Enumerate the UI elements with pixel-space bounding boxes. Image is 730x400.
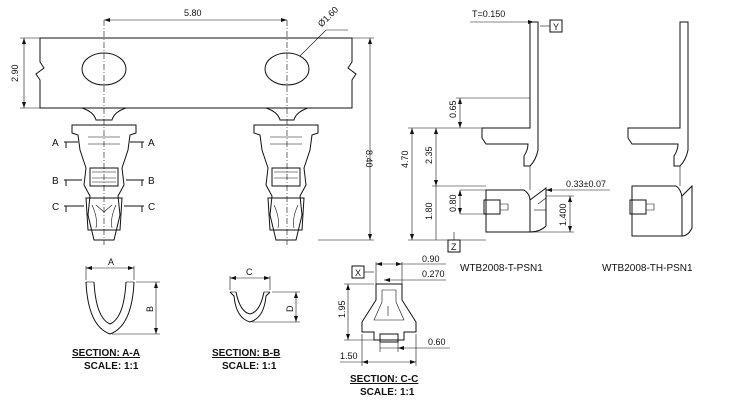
side-view-th-psn1: WTB2008-TH-PSN1: [602, 21, 693, 274]
dim-c-0270: 0.270: [422, 269, 445, 279]
dim-c-060: 0.60: [428, 337, 446, 347]
dim-c-150: 1.50: [340, 351, 358, 361]
dim-065: 0.65: [448, 100, 458, 118]
dim-d: D: [285, 305, 295, 312]
dim-470: 4.70: [400, 150, 410, 168]
dim-thickness: T=0.150: [472, 9, 505, 19]
terminal-right: [253, 124, 319, 241]
dim-hole-diameter: Ø1.60: [316, 4, 340, 28]
part-number-right: WTB2008-TH-PSN1: [602, 263, 693, 274]
dim-carrier-height: 2.90: [10, 64, 20, 82]
dim-080: 0.80: [448, 194, 458, 212]
dim-180: 1.80: [424, 202, 434, 220]
datum-y: Y: [553, 22, 559, 32]
section-bb-title: SECTION: B-B: [212, 348, 280, 359]
dim-1400: 1.400: [558, 203, 568, 226]
marker-a-right: A: [148, 138, 155, 149]
part-number-left: WTB2008-T-PSN1: [460, 263, 543, 274]
dim-c-195: 1.95: [337, 300, 347, 318]
dim-c: C: [246, 267, 253, 277]
section-a-a: A B SECTION: A-A SCALE: 1:1: [72, 257, 160, 372]
dim-235: 2.35: [424, 146, 434, 164]
datum-x: X: [355, 268, 361, 278]
dim-pitch: 5.80: [184, 8, 202, 18]
section-bb-scale: SCALE: 1:1: [222, 361, 277, 372]
section-aa-scale: SCALE: 1:1: [84, 361, 139, 372]
marker-c-right: C: [148, 202, 155, 213]
dim-c-090: 0.90: [422, 254, 440, 264]
marker-b-left: B: [52, 176, 59, 187]
marker-b-right: B: [148, 176, 155, 187]
terminal-strip-view: A A B B C C 5.80 Ø1.60 2.90 8.40: [10, 4, 374, 245]
marker-a-left: A: [52, 138, 59, 149]
datum-z: Z: [451, 242, 457, 252]
marker-c-left: C: [52, 202, 59, 213]
section-aa-title: SECTION: A-A: [72, 348, 140, 359]
section-cc-title: SECTION: C-C: [350, 374, 418, 385]
section-cut-markers: A A B B C C: [52, 138, 155, 213]
side-view-t-psn1: T=0.150 Y 0.65 4.70 2.35 1.80: [400, 9, 610, 274]
section-cc-scale: SCALE: 1:1: [360, 387, 415, 398]
dim-overall-length: 8.40: [364, 150, 374, 168]
dim-b: B: [145, 306, 155, 312]
dim-a: A: [108, 257, 114, 267]
terminal-left: [71, 124, 137, 241]
dim-033: 0.33±0.07: [566, 179, 606, 189]
section-c-c: X 0.90 0.270 1.95 1.50 0.60 SECTION: C-C: [337, 254, 450, 398]
section-b-b: C D SECTION: B-B SCALE: 1:1: [212, 267, 300, 372]
